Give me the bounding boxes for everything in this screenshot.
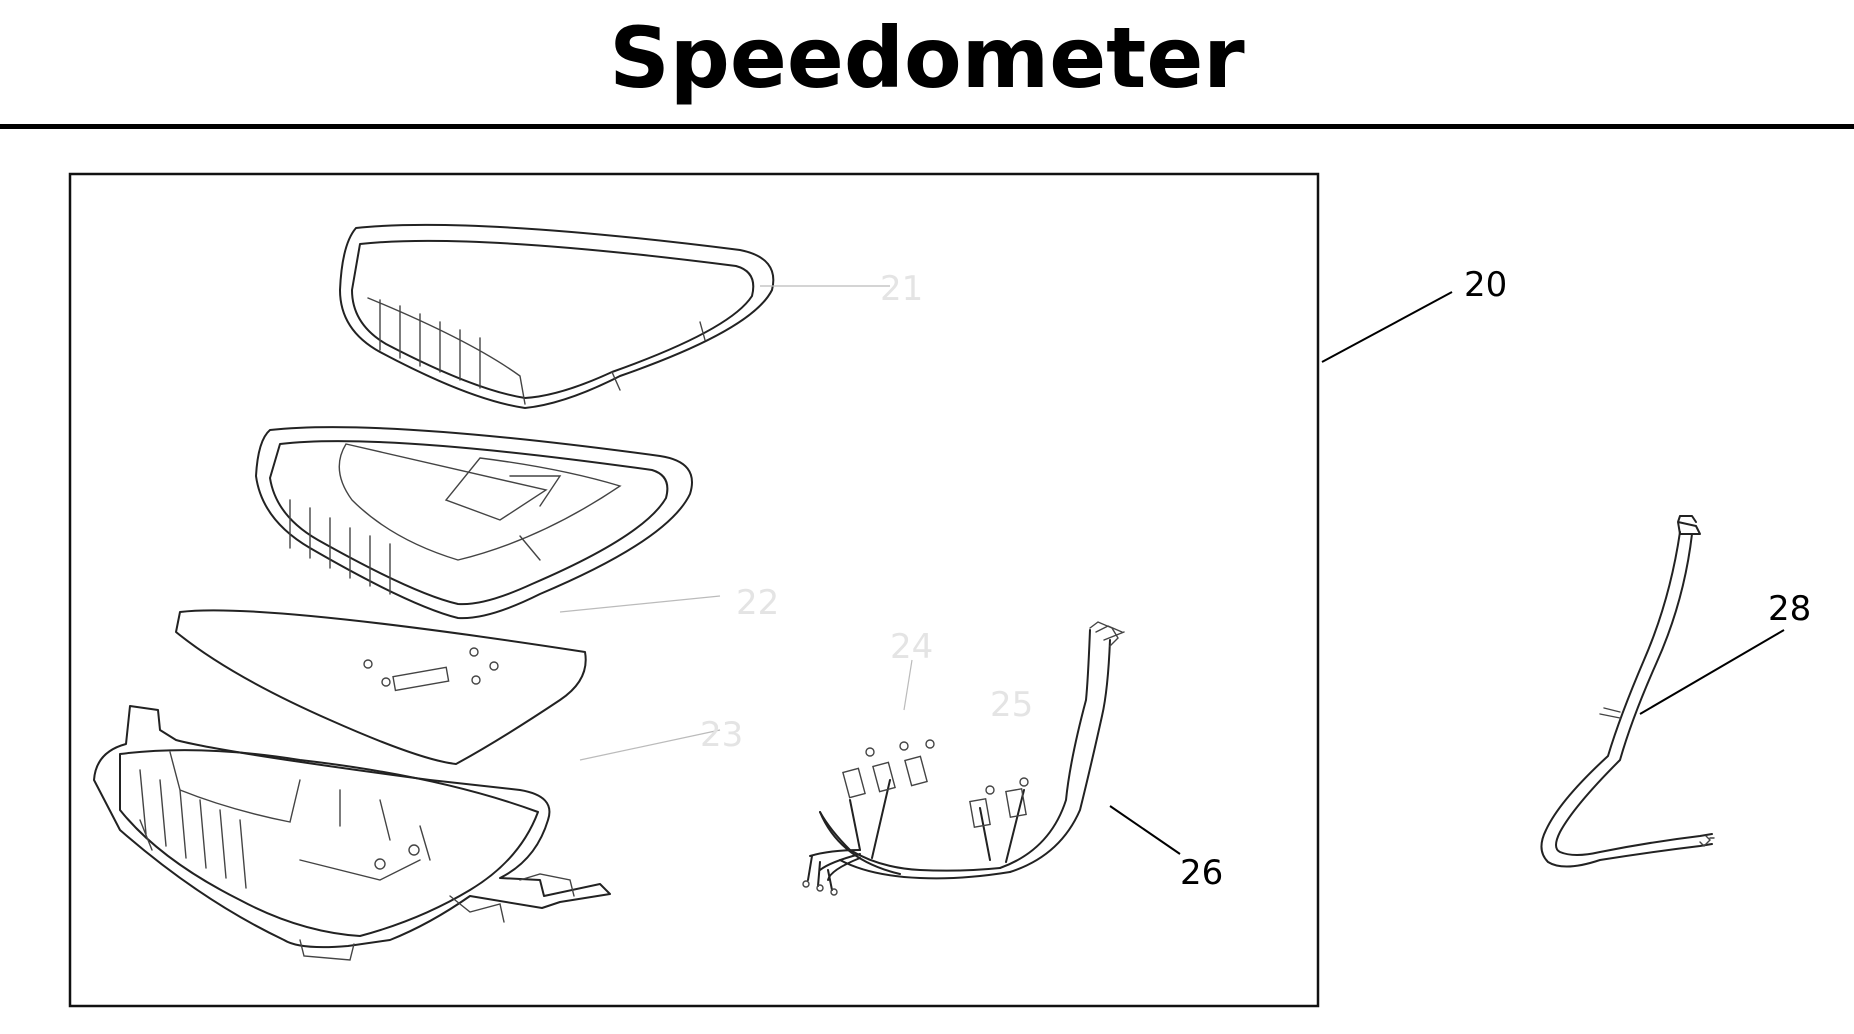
callout-20: 20: [1464, 265, 1507, 305]
callout-26: 26: [1180, 853, 1223, 893]
upper-case-icon: [255, 426, 693, 620]
callout-22: 22: [736, 583, 779, 623]
leader-28: [1639, 629, 1785, 715]
wire-harness-icon: [802, 621, 1125, 896]
callout-21: 21: [880, 269, 923, 309]
page-title: Speedometer: [609, 9, 1245, 107]
callout-28: 28: [1768, 589, 1811, 629]
assembly-frame: [68, 172, 1320, 1008]
lens-cover-icon: [339, 223, 890, 409]
leader-20: [1321, 291, 1453, 363]
callout-24: 24: [890, 627, 933, 667]
leader-26: [1109, 805, 1181, 855]
lower-case-icon: [93, 705, 721, 961]
title-divider: [0, 124, 1854, 129]
speedometer-cable-icon: [1540, 515, 1715, 868]
callout-25: 25: [990, 685, 1033, 725]
dial-plate-icon: [175, 595, 721, 765]
callout-23: 23: [700, 715, 743, 755]
